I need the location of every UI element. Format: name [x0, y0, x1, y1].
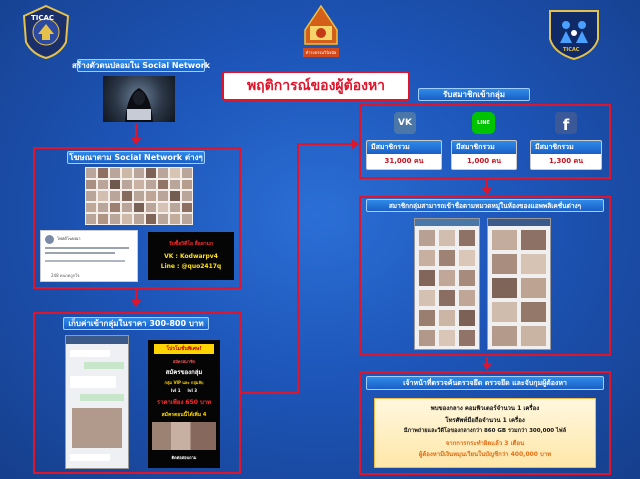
- ticac-badge-left: TICAC: [20, 4, 72, 60]
- chat-msg-5: [70, 454, 110, 461]
- step2-box: [33, 147, 241, 289]
- arrow-members-share-head: [482, 188, 492, 195]
- post-caption: โพสต์โฆษณา: [57, 236, 81, 241]
- ad-thumbnails: [152, 422, 216, 450]
- post-line-3: [45, 260, 125, 262]
- promotion-ad: โปรโมชั่นพิเศษ! สมัครสมาชิก สมัครของกลุ่…: [148, 340, 220, 468]
- step3-label: เก็บค่าเข้ากลุ่มในราคา 300-800 บาท: [63, 317, 209, 330]
- line-stat-title: มีสมาชิกรวม: [452, 141, 516, 154]
- chat-msg-2: [84, 362, 124, 369]
- post-line-2: [45, 252, 115, 254]
- line-icon: LINE: [472, 112, 495, 134]
- share-label: สมาชิกกลุ่มสามารถเข้าชื่อตามหมวดหมู่ในห้…: [366, 199, 604, 212]
- ad-title: โปรโมชั่นพิเศษ!: [154, 344, 214, 354]
- arrest-line-5: ผู้ต้องหามีเงินหมุนเวียนในบัญชีกว่า 400,…: [418, 451, 552, 458]
- page-title: พฤติการณ์ของผู้ต้องหา: [222, 71, 410, 101]
- arrow-step1-step2: [135, 124, 137, 141]
- step3-box: [33, 312, 241, 474]
- app-screenshot-1: [414, 218, 480, 350]
- connector-v: [297, 143, 299, 394]
- arrest-label: เจ้าหน้าที่ตรวจค้นตรวจยึด ตรวจยึด และจับ…: [366, 376, 604, 390]
- hacker-image: [103, 76, 175, 122]
- vk-icon-glyph: VK: [398, 118, 412, 128]
- arrest-line-2: โทรศัพท์มือถือจำนวน 1 เครื่อง: [445, 416, 525, 424]
- line-stat-card: มีสมาชิกรวม 1,000 คน: [451, 140, 517, 170]
- promo-line-1: รับซื้อวิดีโอ สื่อลามก: [169, 241, 213, 247]
- app2-grid: [491, 229, 547, 347]
- arrow-step2-step3-head: [131, 300, 141, 307]
- arrow-step2-step3: [135, 290, 137, 303]
- members-label: รับสมาชิกเข้ากลุ่ม: [418, 88, 530, 101]
- line-icon-glyph: LINE: [477, 120, 490, 126]
- ad-extension: สมัครตอนนี้ได้เพิ่ม 4: [161, 412, 207, 418]
- page-title-text: พฤติการณ์ของผู้ต้องหา: [246, 78, 386, 94]
- ad-price: ราคาเพียง 650 บาท: [156, 399, 212, 406]
- facebook-stat-card: มีสมาชิกรวม 1,300 คน: [530, 140, 602, 170]
- ticac-badge-right-text: TICAC: [563, 47, 580, 53]
- post-line-1: [45, 247, 129, 249]
- post-reactions: 248 คนกดถูกใจ: [51, 273, 80, 278]
- app2-topbar: [488, 219, 550, 226]
- vk-stat-count: 31,000 คน: [384, 157, 424, 165]
- app-screenshot-2: [487, 218, 551, 350]
- center-emblem-text: ดำรงธรรมวินิจฉัย: [305, 50, 337, 55]
- arrest-line-3: มีภาพถ่ายและวีดีโอของกลางกว่า 860 GB รวม…: [403, 428, 567, 434]
- vk-icon: VK: [394, 112, 416, 134]
- post-avatar: [45, 235, 54, 244]
- ad-sub: สมัครสมาชิก: [172, 359, 196, 364]
- chat-msg-1: [70, 350, 110, 357]
- ad-join: สมัครของกลุ่ม: [165, 369, 203, 376]
- line-stat-count: 1,000 คน: [466, 157, 502, 165]
- chat-msg-3: [70, 376, 116, 388]
- arrest-line-1: พบของกลาง คอมพิวเตอร์จำนวน 1 เครื่อง: [430, 405, 540, 412]
- members-box: [359, 104, 611, 179]
- promo-card: รับซื้อวิดีโอ สื่อลามก VK : Kodwarpv4 Li…: [148, 232, 234, 280]
- chat-header: [66, 336, 128, 344]
- step2-label: โฆษณาตาม Social Network ต่างๆ: [67, 151, 205, 164]
- app1-topbar: [415, 219, 479, 226]
- chat-msg-4: [80, 394, 124, 401]
- ticac-badge-right: TICAC: [544, 5, 604, 61]
- arrest-box: [359, 371, 611, 475]
- promo-line: Line : @quo2417q: [160, 263, 222, 270]
- center-emblem: ดำรงธรรมวินิจฉัย: [301, 4, 341, 62]
- chat-photos: [72, 408, 122, 448]
- vk-stat-card: มีสมาชิกรวม 31,000 คน: [366, 140, 442, 170]
- connector-h1: [241, 392, 298, 394]
- social-post-card: โพสต์โฆษณา 248 คนกดถูกใจ: [40, 230, 138, 282]
- vk-stat-title: มีสมาชิกรวม: [367, 141, 441, 154]
- connector-head: [352, 139, 359, 149]
- arrow-share-arrest-head: [482, 363, 492, 370]
- arrow-members-share: [486, 180, 488, 191]
- photo-collage: [85, 167, 193, 225]
- share-box: [359, 196, 611, 356]
- facebook-stat-count: 1,300 คน: [548, 157, 584, 165]
- arrow-share-arrest: [486, 357, 488, 366]
- connector-h2: [297, 143, 354, 145]
- arrest-details: พบของกลาง คอมพิวเตอร์จำนวน 1 เครื่อง โทร…: [374, 398, 596, 468]
- facebook-stat-title: มีสมาชิกรวม: [531, 141, 601, 154]
- facebook-icon: f: [555, 112, 577, 134]
- arrest-line-4: จากการกระทำผิดแล้ว 3 เดือน: [445, 439, 525, 447]
- arrow-step1-step2-head: [131, 138, 141, 145]
- facebook-icon-glyph: f: [562, 116, 570, 134]
- promo-vk: VK : Kodwarpv4: [164, 253, 218, 260]
- ad-vip: กลุ่ม VIP และ กลุ่มลับ: [164, 380, 204, 385]
- ad-levels: lvl 1 lvl 3: [170, 388, 197, 393]
- ticac-badge-left-text: TICAC: [31, 14, 55, 22]
- step1-label: สร้างตัวตนปลอมใน Social Network: [72, 59, 210, 72]
- app1-grid: [418, 229, 476, 347]
- chat-screenshot: [65, 335, 129, 469]
- ad-bottom-text: ติดต่อสอบถาม: [171, 455, 197, 460]
